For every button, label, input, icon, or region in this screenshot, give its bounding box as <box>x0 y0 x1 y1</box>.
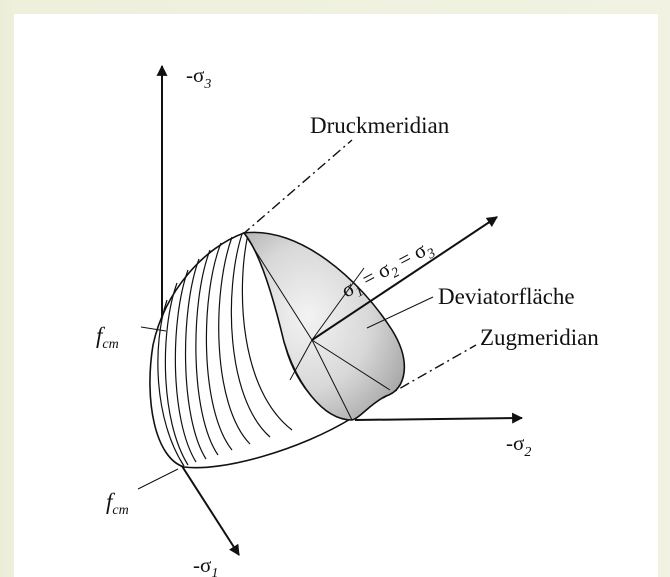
cap-meridian-lines <box>243 232 391 421</box>
surface-rings <box>157 233 293 467</box>
label-zugmeridian: Zugmeridian <box>480 325 599 350</box>
label-deviatorflaeche: Deviatorfläche <box>438 284 575 309</box>
axis-neg-sigma1 <box>179 462 240 556</box>
hydrostatic-axis <box>311 216 498 341</box>
label-fcm-lower: fcm <box>106 489 129 518</box>
label-neg-sigma3: -σ3 <box>186 63 211 92</box>
label-druckmeridian: Druckmeridian <box>310 113 450 138</box>
label-hydrostatic: σ1 = σ2 = σ3 <box>337 234 438 306</box>
label-neg-sigma2: -σ2 <box>506 431 531 460</box>
druckmeridian-line <box>241 139 353 236</box>
fcm-lower-leader <box>137 468 179 490</box>
axis-neg-sigma2 <box>354 412 524 424</box>
zugmeridian-line <box>382 344 477 399</box>
deviator-leader <box>366 296 434 329</box>
label-fcm-upper: fcm <box>96 323 119 352</box>
label-neg-sigma1: -σ1 <box>193 553 218 577</box>
fcm-upper-leader <box>140 326 167 332</box>
